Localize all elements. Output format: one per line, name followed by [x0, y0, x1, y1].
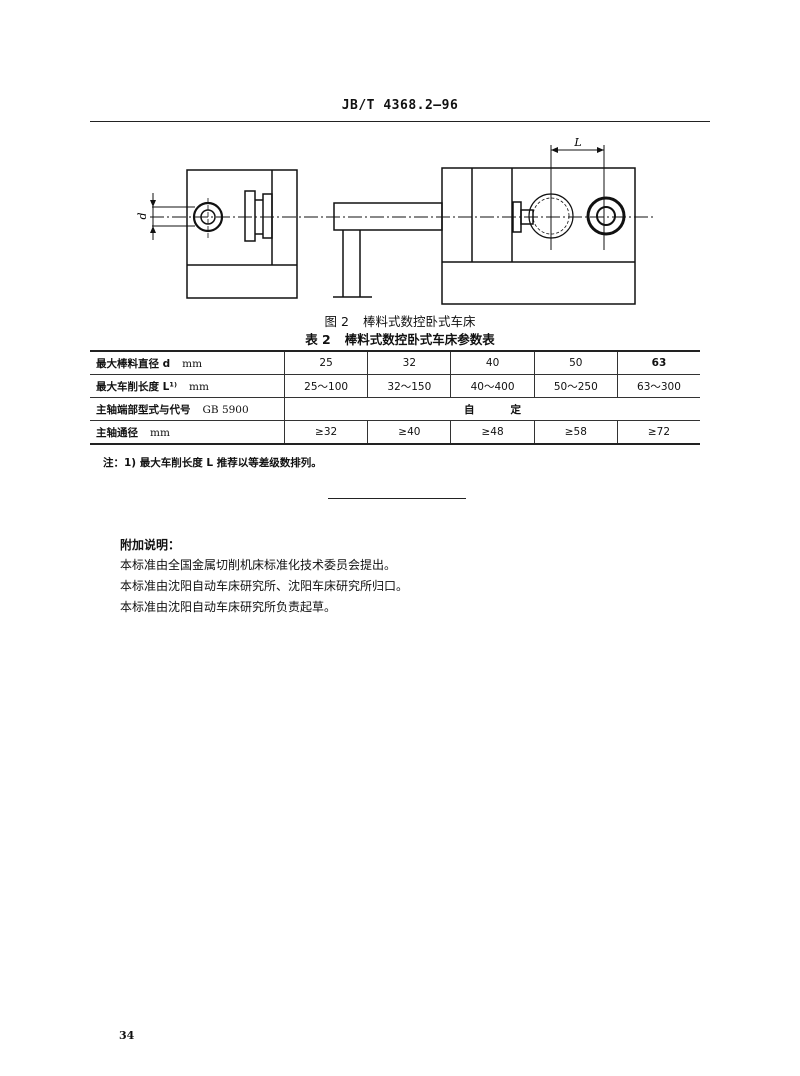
additional-note-line: 本标准由沈阳自动车床研究所负责起草。	[120, 600, 337, 614]
row-unit: mm	[150, 426, 170, 439]
table-row: 最大棒料直径 d mm 25 32 40 50 63	[90, 350, 700, 375]
table-cell: ≥40	[367, 420, 452, 445]
header-rule	[90, 121, 710, 122]
additional-note-line: 本标准由沈阳自动车床研究所、沈阳车床研究所归口。	[120, 579, 409, 593]
row-label: 主轴端部型式与代号	[96, 403, 191, 416]
figure-title: 棒料式数控卧式车床	[362, 314, 476, 329]
row-unit: GB 5900	[202, 403, 249, 416]
table-cell: 50	[533, 350, 618, 375]
table-cell: ≥32	[283, 420, 369, 445]
row-unit: mm	[188, 380, 209, 393]
length-label: L	[573, 136, 581, 149]
separator-rule	[328, 498, 466, 499]
table-cell: 32～150	[367, 374, 452, 398]
table-cell: 50～250	[533, 374, 618, 398]
table-cell: 25	[283, 350, 369, 375]
standard-code: JB/T 4368.2—96	[341, 98, 459, 113]
parameter-table: 最大棒料直径 d mm 25 32 40 50 63 最大车削长度 L¹⁾ mm 2…	[90, 350, 700, 445]
lathe-drawing: d L	[136, 136, 655, 305]
diameter-label: d	[136, 212, 149, 219]
table-row: 主轴端部型式与代号 GB 5900 自定	[90, 397, 700, 421]
table-cell: 40～400	[450, 374, 535, 398]
table-row: 主轴通径 mm ≥32 ≥40 ≥48 ≥58 ≥72	[90, 420, 700, 445]
table-cell: 63～300	[616, 374, 700, 398]
table-caption: 表 2 棒料式数控卧式车床参数表	[0, 329, 800, 348]
table-cell-merged: 自定	[284, 397, 700, 421]
table-cell: ≥72	[616, 420, 700, 445]
figure-caption: 图 2 棒料式数控卧式车床	[0, 311, 800, 330]
table-cell: 25～100	[283, 374, 369, 398]
table-footnote: 注：1) 最大车削长度 L 推荐以等差级数排列。	[103, 457, 322, 469]
table-cell: 40	[450, 350, 535, 375]
page-number: 34	[119, 1029, 135, 1042]
additional-notes-title: 附加说明：	[120, 538, 181, 552]
table-cell: 63	[616, 350, 700, 375]
row-unit: mm	[182, 357, 203, 370]
table-cell: 32	[367, 350, 452, 375]
row-label: 最大棒料直径 d	[96, 357, 171, 370]
row-label: 最大车削长度 L¹⁾	[96, 380, 177, 393]
table-row: 最大车削长度 L¹⁾ mm 25～100 32～150 40～400 50～250…	[90, 374, 700, 398]
row-label: 主轴通径	[96, 426, 138, 439]
table-number: 表 2	[305, 332, 331, 347]
table-cell: ≥48	[450, 420, 535, 445]
additional-note-line: 本标准由全国金属切削机床标准化技术委员会提出。	[120, 558, 397, 572]
table-title: 棒料式数控卧式车床参数表	[344, 332, 495, 347]
figure-number: 图 2	[324, 314, 349, 329]
table-cell: ≥58	[533, 420, 618, 445]
